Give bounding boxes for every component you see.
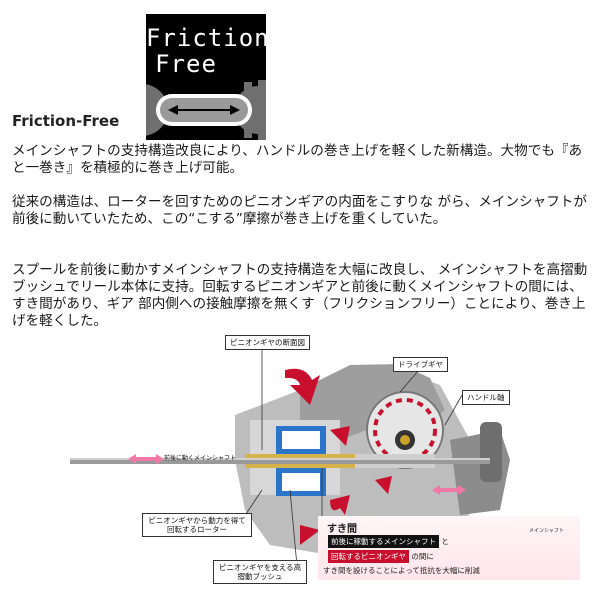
- reel-cutaway-diagram: ピニオンギヤの断面図 ドライブギヤ ハンドル軸 前後に動くメインシャフト ピニオ…: [0, 330, 600, 600]
- gap-line-1: 前後に稼動するメインシャフト と: [328, 535, 449, 548]
- callout-pinion-section: ピニオンギヤの断面図: [225, 335, 310, 350]
- callout-rotor: ピニオンギヤから動力を得て回転するローター: [142, 513, 252, 537]
- section-heading: Friction-Free: [12, 112, 120, 130]
- paragraph-new-structure: スプールを前後に動かすメインシャフトの支持構造を大幅に改良し、 メインシャフトを…: [12, 262, 588, 329]
- paragraph-conventional: 従来の構造は、ローターを回すためのピニオンギアの内面をこすりな がら、メインシャ…: [12, 194, 587, 227]
- callout-handle-shaft: ハンドル軸: [462, 390, 510, 405]
- callout-main-shaft: 前後に動くメインシャフト: [164, 455, 237, 462]
- reel-cutaway-illustration: [70, 344, 570, 568]
- tag-pinion-gear: 回転するピニオンギヤ: [328, 550, 409, 563]
- gap-line-3: すき間を設けることによって抵抗を大幅に削減: [323, 566, 480, 575]
- gap-mini-label: メインシャフト: [529, 528, 565, 534]
- friction-free-logo: Friction Free: [146, 14, 266, 140]
- gap-explanation-box: [318, 516, 580, 580]
- callout-bush: ピニオンギヤを支える高摺動ブッシュ: [213, 560, 307, 584]
- logo-word-friction: Friction: [146, 24, 266, 52]
- gap-between: の間に: [411, 552, 434, 561]
- callout-drive-gear: ドライブギヤ: [393, 357, 448, 372]
- shaft-arrow-icon: [146, 80, 266, 140]
- gap-conjunction: と: [441, 537, 449, 546]
- gap-title: すき間: [327, 524, 357, 535]
- tag-main-shaft: 前後に稼動するメインシャフト: [328, 535, 439, 548]
- paragraph-intro: メインシャフトの支持構造改良により、ハンドルの巻き上げを軽くした新構造。大物でも…: [12, 143, 583, 176]
- logo-word-free: Free: [155, 50, 217, 78]
- gap-line-2: 回転するピニオンギヤ の間に: [328, 550, 434, 563]
